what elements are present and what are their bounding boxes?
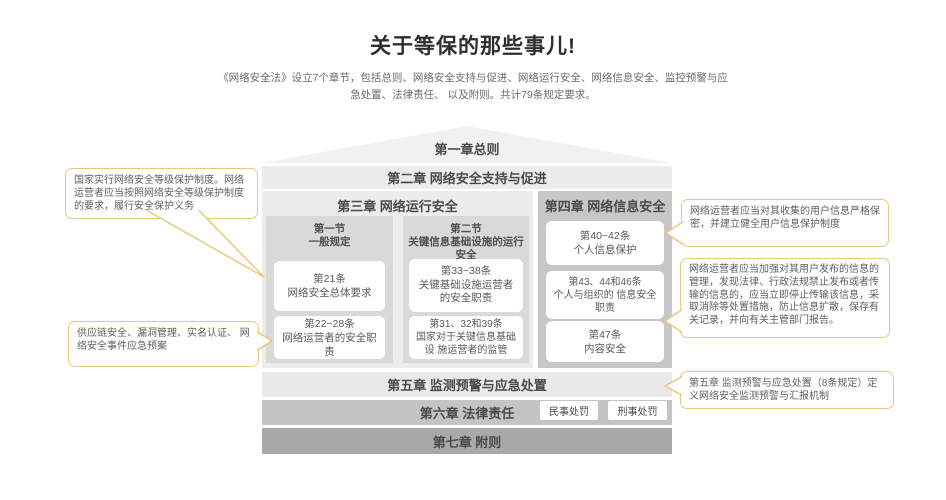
callout-user-info-protection: 网络运营者应当对其收集的用户信息严格保密，并建立健全用户信息保护制度 (681, 199, 889, 247)
article-ref: 第31、32和39条 (429, 319, 503, 330)
page-subtitle-line2: 急处置、法律责任、 以及附则。共计79条规定要求。 (350, 89, 596, 101)
section1-desc: 一般规定 (308, 236, 351, 248)
article-desc: 网络安全总体要求 (287, 287, 372, 299)
chapter2-band: 第二章 网络安全支持与促进 (262, 166, 672, 189)
chapter1-label: 第一章总则 (434, 142, 500, 157)
page-subtitle-line1: 《网络安全法》设立7个章节，包括总则、网络安全支持与促进、网络运行安全、网络信息… (218, 72, 728, 84)
chapter3-section1-column: 第一节 一般规定 第21条 网络安全总体要求 第22~28条 网络运营者的安全职… (266, 216, 393, 363)
section1-name: 第一节 (313, 223, 346, 235)
chapter3-block: 第三章 网络运行安全 第一节 一般规定 第21条 网络安全总体要求 第22~28… (262, 191, 533, 368)
article-ref: 第40~42条 (579, 230, 631, 242)
article-ref: 第43、44和46条 (568, 276, 642, 288)
chapter5-band: 第五章 监测预警与应急处置 (262, 372, 672, 397)
article-card-43-44-46: 第43、44和46条 个人与组织的 信息安全职责 (546, 271, 664, 319)
section2-name: 第二节 (450, 223, 482, 235)
callout-content-management: 网络运营者应当加强对其用户发布的信息的管理，发现法律、行政法规禁止发布或者传输的… (680, 258, 890, 338)
chapter6-label: 第六章 法律责任 (419, 406, 515, 421)
chapter7-band: 第七章 附则 (262, 428, 672, 454)
chapter6-band: 第六章 法律责任 (262, 400, 672, 425)
article-card-47: 第47条 内容安全 (546, 321, 664, 362)
chapter3-title: 第三章 网络运行安全 (337, 199, 458, 214)
article-desc: 关键基础设施运营者 的安全职责 (418, 278, 514, 305)
article-card-21: 第21条 网络安全总体要求 (274, 261, 385, 311)
chapter2-label: 第二章 网络安全支持与促进 (387, 171, 547, 186)
article-ref: 第33~38条 (440, 265, 492, 278)
article-card-31-32-39: 第31、32和39条 国家对于关键信息基础设 施运营者的监管 (409, 316, 523, 359)
section2-header: 第二节 关键信息基础设施的运行安全 (407, 223, 525, 262)
article-desc: 国家对于关键信息基础设 施运营者的监管 (416, 332, 516, 356)
article-desc: 内容安全 (584, 342, 626, 355)
article-ref: 第47条 (588, 328, 622, 341)
chapter4-title: 第四章 网络信息安全 (544, 199, 666, 214)
article-card-22-28: 第22~28条 网络运营者的安全职责 (274, 316, 385, 359)
article-card-40-42: 第40~42条 个人信息保护 (546, 221, 664, 265)
article-desc: 网络运营者的安全职责 (282, 331, 377, 358)
article-card-33-38: 第33~38条 关键基础设施运营者 的安全职责 (409, 259, 523, 312)
chapter5-label: 第五章 监测预警与应急处置 (387, 378, 547, 393)
callout-tail-left1 (146, 209, 265, 278)
chapter7-label: 第七章 附则 (432, 434, 502, 450)
chapter1-roof: 第一章总则 (262, 126, 672, 163)
article-ref: 第22~28条 (304, 317, 355, 330)
article-ref: 第21条 (313, 273, 346, 285)
article-desc: 个人与组织的 信息安全职责 (553, 289, 657, 314)
page-subtitle: 《网络安全法》设立7个章节，包括总则、网络安全支持与促进、网络运行安全、网络信息… (173, 70, 773, 104)
callout-graded-protection: 国家实行网络安全等级保护制度。网络运营者应当按照网络安全等级保护制度的要求，履行… (65, 168, 258, 219)
page-title: 关于等保的那些事儿! (370, 35, 576, 58)
chapter3-section2-column: 第二节 关键信息基础设施的运行安全 第33~38条 关键基础设施运营者 的安全职… (403, 216, 529, 363)
section1-header: 第一节 一般规定 (270, 223, 389, 249)
criminal-penalty-button[interactable]: 刑事处罚 (608, 401, 667, 420)
article-desc: 个人信息保护 (573, 244, 637, 256)
callout-operator-duties: 供应链安全、漏洞管理、实名认证、 网络安全事件应急预案 (68, 321, 259, 367)
chapter4-block: 第四章 网络信息安全 第40~42条 个人信息保护 第43、44和46条 个人与… (538, 191, 672, 368)
callout-monitoring-warning: 第五章 监测预警与应急处置（8条规定）定义网络安全监测预警与汇报机制 (680, 371, 894, 409)
civil-penalty-button[interactable]: 民事处罚 (540, 401, 598, 420)
section2-desc: 关键信息基础设施的运行安全 (408, 236, 524, 261)
